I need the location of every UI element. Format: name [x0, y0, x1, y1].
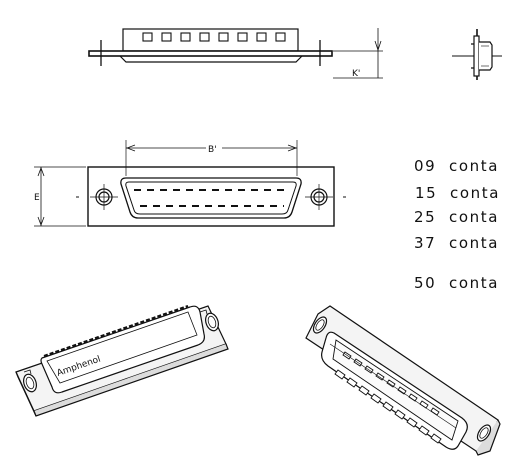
contact-count-list: 09 conta 15 conta 25 conta 37 conta 50 c… — [414, 157, 500, 292]
isometric-view-left — [15, 304, 229, 417]
dim-b-label: B' — [208, 145, 217, 155]
contact-count-15: 15 conta — [415, 184, 500, 202]
side-elevation-view — [88, 28, 383, 79]
dim-e-label: E — [34, 193, 40, 203]
isometric-view-right — [305, 305, 501, 456]
front-view — [34, 140, 346, 227]
contact-count-25: 25 conta — [414, 208, 499, 226]
contact-count-09: 09 conta — [414, 157, 499, 175]
end-view — [452, 29, 502, 80]
contact-count-37: 37 conta — [414, 234, 499, 252]
contact-row-lower — [334, 369, 442, 444]
contact-count-50: 50 conta — [414, 274, 499, 292]
contact-window-row — [142, 32, 286, 42]
dim-k-label: K' — [352, 69, 360, 79]
